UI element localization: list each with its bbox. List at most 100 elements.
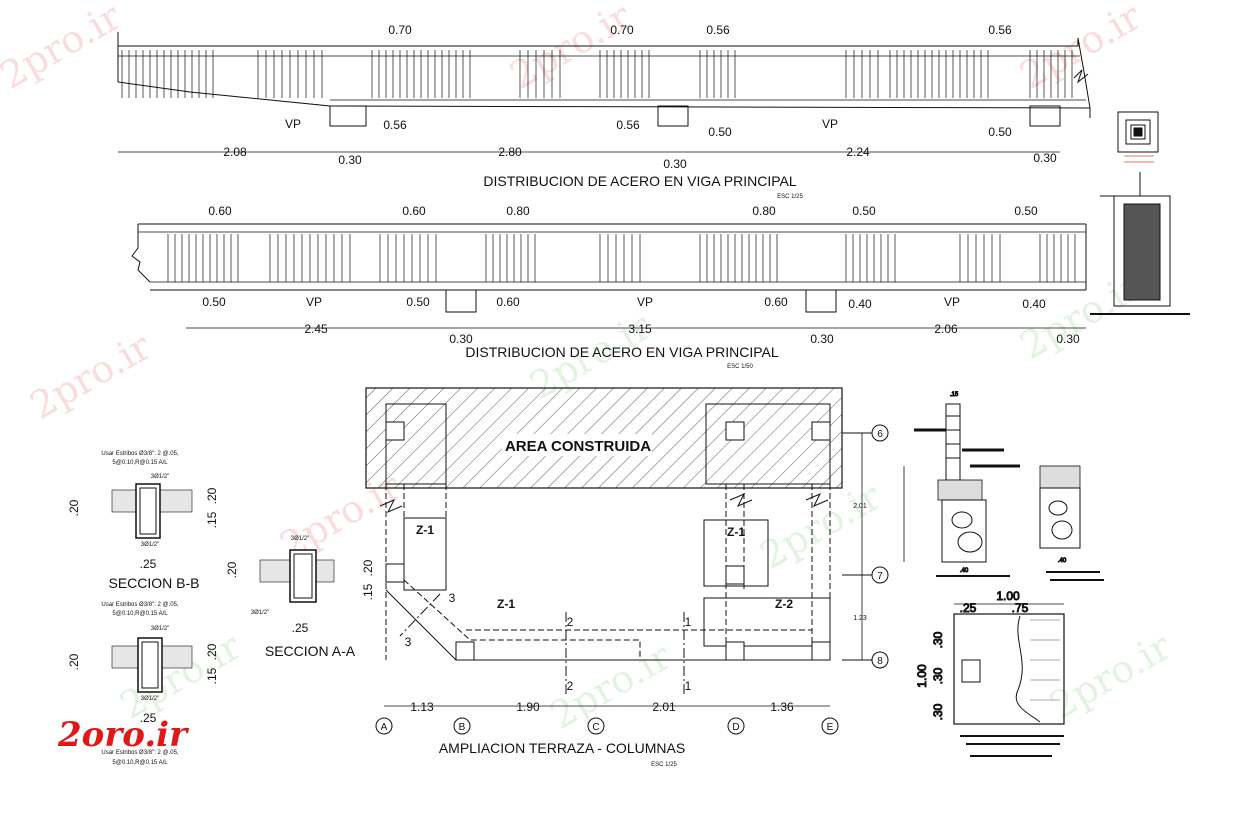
beam-2-support: 0.30 (449, 332, 473, 346)
beam-1-span: 2.08 (223, 145, 247, 159)
beam-2-span: 2.45 (304, 322, 328, 336)
beam-2-vp-label: VP (637, 295, 653, 309)
site-logo: 2oro.ir (57, 715, 189, 755)
footing-elevation: .15 .40 .40 (903, 392, 1104, 581)
section-dim: .25 (140, 557, 157, 571)
footing-dim: .30 (931, 667, 945, 684)
watermark: 2pro.ir (23, 324, 159, 428)
beam-2-mid-dim: 0.60 (764, 295, 788, 309)
section-dim: .20 (361, 559, 375, 576)
row-label: 8 (877, 656, 883, 667)
section-aa-title: SECCION A-A (265, 643, 356, 659)
section-bb-title: SECCION B-B (108, 575, 199, 591)
terrace-plan-annotations: AREA CONSTRUIDA Z-1 Z-1 Z-1 Z-2 3 3 2 2 … (375, 424, 889, 768)
plan-scale: ESC 1/25 (651, 762, 677, 768)
section-dim: .15 (205, 511, 219, 528)
watermark: 2pro.ir (543, 634, 679, 738)
beam-2-top-dim: 0.60 (402, 204, 426, 218)
axis-label: E (827, 722, 834, 733)
stirrup-note: Usar Estribos Ø3/8": 2 @.05, (101, 750, 179, 756)
section-cc: Usar Estribos Ø3/8": 2 @.05, 5@0.10,R@0.… (67, 602, 219, 766)
stirrup-note: 5@0.10,R@0.15 A/L (112, 760, 168, 766)
area-construida-label: AREA CONSTRUIDA (505, 438, 651, 455)
plan-title: AMPLIACION TERRAZA - COLUMNAS (439, 740, 685, 756)
beam-2-top-dim: 0.80 (506, 204, 530, 218)
beam-2-mid-dim: 0.60 (496, 295, 520, 309)
footing-dim: .75 (1012, 601, 1029, 615)
row-label: 7 (877, 571, 883, 582)
beam-1-top-dim: 0.70 (610, 23, 634, 37)
footing-plan-detail: 1.00 .25 .75 .30 .30 .30 1.00 (915, 589, 1065, 757)
axis-dimension: 1.36 (770, 700, 794, 714)
axis-label: D (732, 722, 739, 733)
built-area-hatch (365, 387, 843, 489)
beam-2-annotations: 0.60 0.60 0.80 0.80 0.50 0.50 0.50 0.50 … (186, 204, 1086, 370)
footing-dim: .15 (950, 392, 959, 398)
footing-dim: .25 (960, 601, 977, 615)
beam-2-scale: ESC 1/50 (727, 364, 753, 370)
watermark: 2pro.ir (753, 474, 889, 578)
beam-1-elevation (117, 32, 1091, 127)
footing-dim: 1.00 (996, 589, 1020, 603)
beam-1-title: DISTRIBUCION DE ACERO EN VIGA PRINCIPAL (483, 173, 796, 189)
axis-dimension: 1.90 (516, 700, 540, 714)
section-dim: .20 (205, 643, 219, 660)
zapata-label: Z-1 (727, 525, 745, 539)
beam-1-vp-label: VP (822, 117, 838, 131)
beam-1-mid-dim: 0.50 (708, 125, 732, 139)
bar-note: 3Ø1/2" (141, 696, 159, 702)
row-dimension: 2.01 (853, 503, 867, 510)
beam-1-mid-dim: 0.50 (988, 125, 1012, 139)
section-mark: 2 (567, 615, 574, 629)
beam-1-support: 0.30 (338, 153, 362, 167)
beam-2-support: 0.30 (1056, 332, 1080, 346)
column-detail-top-right (1090, 111, 1190, 315)
bar-note: 3Ø1/2" (141, 542, 159, 548)
section-dim: .15 (205, 667, 219, 684)
watermark: 2pro.ir (0, 0, 129, 98)
footing-dim: .30 (931, 703, 945, 720)
beam-2-vp-label: VP (944, 295, 960, 309)
axis-label: C (592, 722, 599, 733)
beam-2-stirrups (167, 234, 1076, 282)
stirrup-note: Usar Estribos Ø3/8": 2 @.05, (101, 451, 179, 457)
zapata-label: Z-2 (775, 597, 793, 611)
zapata-label: Z-1 (416, 523, 434, 537)
section-bb: Usar Estribos Ø3/8": 2 @.05, 5@0.10,R@0.… (67, 451, 219, 591)
footing-dim: 1.00 (915, 664, 929, 688)
beam-2-mid-dim: 0.50 (406, 295, 430, 309)
section-dim: .15 (361, 583, 375, 600)
beam-1-top-dim: 0.56 (988, 23, 1012, 37)
bar-note: 3Ø1/2" (151, 474, 169, 480)
watermark: 2pro.ir (1043, 624, 1179, 728)
row-label: 6 (877, 429, 883, 440)
beam-2-top-dim: 0.50 (1014, 204, 1038, 218)
axis-dimension: 1.13 (410, 700, 434, 714)
row-dimension: 1.23 (853, 615, 867, 622)
beam-2-top-dim: 0.60 (208, 204, 232, 218)
section-dim: .20 (225, 561, 239, 578)
section-mark: 2 (567, 679, 574, 693)
section-mark: 3 (449, 591, 456, 605)
beam-1-top-dim: 0.70 (388, 23, 412, 37)
beam-1-span: 2.80 (498, 145, 522, 159)
section-mark: 3 (405, 635, 412, 649)
footing-dim: .40 (1058, 558, 1067, 564)
terrace-plan (365, 387, 843, 696)
section-mark: 1 (685, 679, 692, 693)
section-aa: 3Ø1/2" 3Ø1/2" .20 .15 .20 .25 SECCION A-… (225, 536, 375, 659)
beam-1-mid-dim: 0.56 (616, 118, 640, 132)
beam-2-span: 3.15 (628, 322, 652, 336)
beam-1-span: 2.24 (846, 145, 870, 159)
section-dim: .20 (205, 487, 219, 504)
beam-1-vp-label: VP (285, 117, 301, 131)
beam-1-scale: ESC 1/25 (777, 194, 803, 200)
bar-note: 3Ø1/2" (151, 626, 169, 632)
section-dim: .25 (140, 711, 157, 725)
axis-label: B (459, 722, 466, 733)
bar-note: 3Ø1/2" (251, 610, 269, 616)
beam-2-title: DISTRIBUCION DE ACERO EN VIGA PRINCIPAL (465, 344, 778, 360)
section-dim: .25 (292, 621, 309, 635)
beam-2-top-dim: 0.80 (752, 204, 776, 218)
